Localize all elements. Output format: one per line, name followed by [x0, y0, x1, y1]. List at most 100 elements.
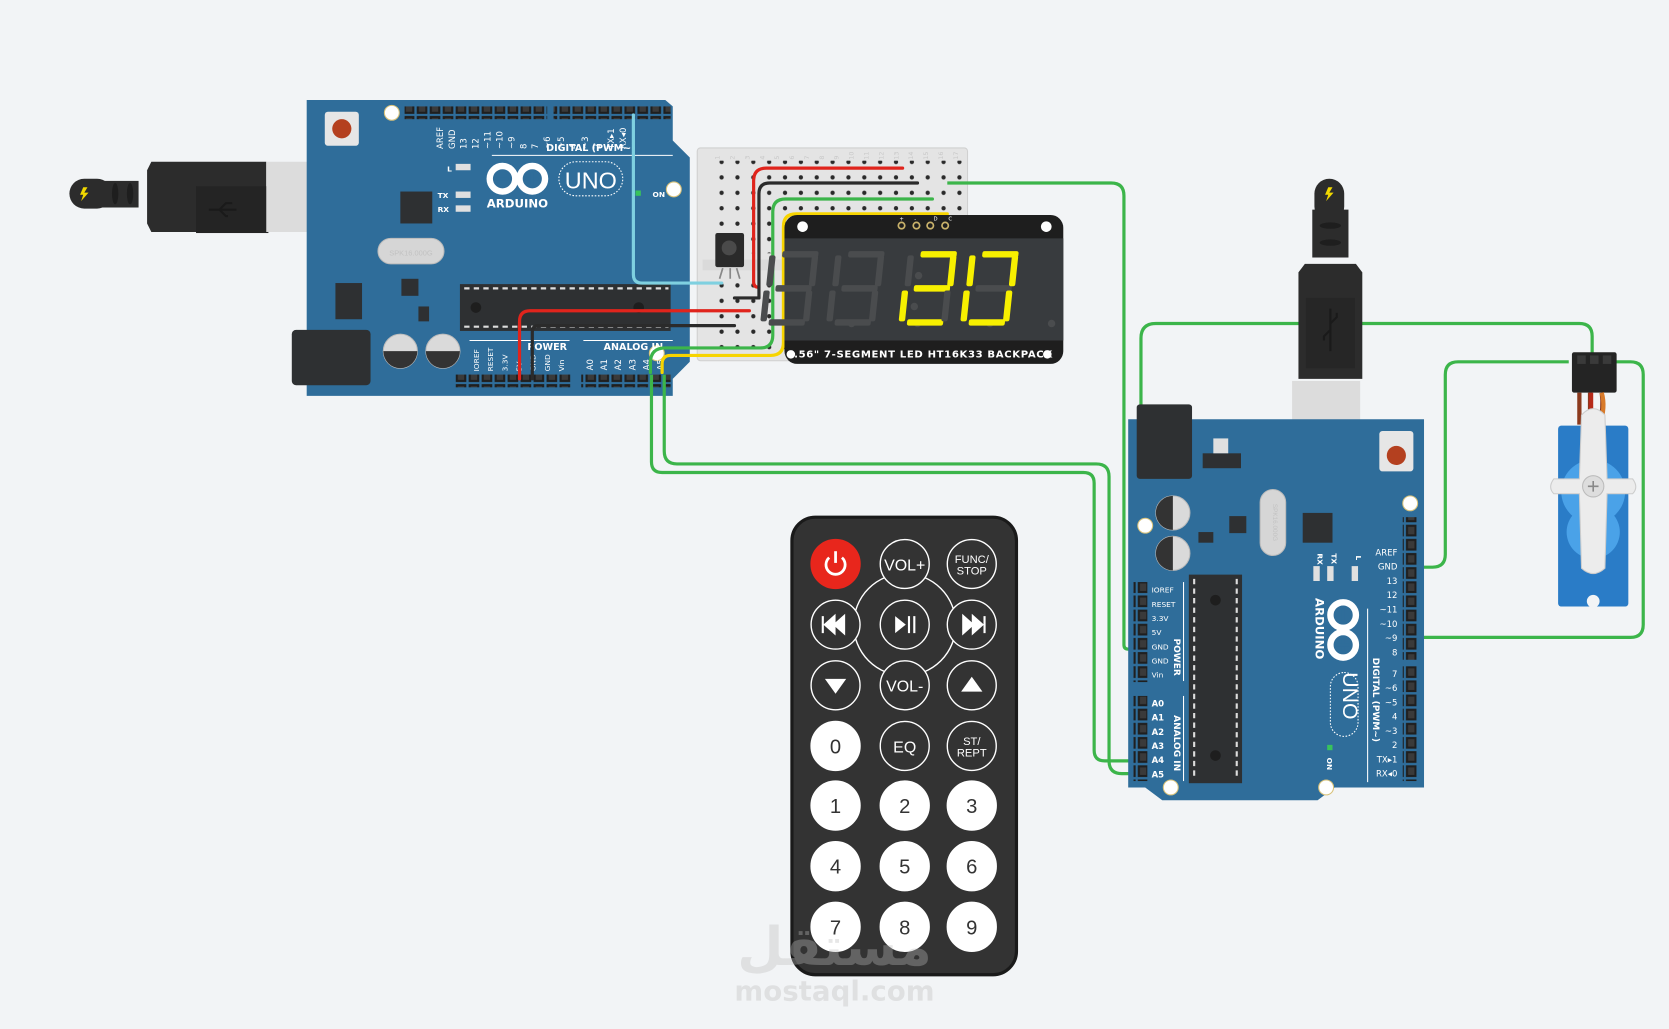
digit-0-button[interactable]: 0 [810, 720, 861, 772]
wire-green-a5[interactable] [662, 374, 1141, 776]
display-pins[interactable]: + - D C [897, 216, 952, 230]
digit-1-button[interactable]: 1 [810, 780, 861, 831]
wire-black-gnd[interactable] [530, 324, 737, 381]
digit-9-button[interactable]: 9 [946, 901, 997, 953]
breadboard-column-label: 14 [907, 151, 915, 159]
led-rx [455, 205, 471, 212]
model-label: UNO [1338, 672, 1362, 719]
on-label: ON [653, 190, 666, 199]
segment-e [898, 290, 909, 322]
wire-green-servo-signal[interactable] [1411, 360, 1645, 640]
digit-6-button[interactable]: 6 [946, 841, 997, 892]
pin-label: IOREF [472, 349, 481, 371]
power-button[interactable] [810, 538, 861, 590]
pin-label: GND [1152, 642, 1169, 651]
crystal-label: SPK16.000G [389, 248, 433, 257]
digital-header-high[interactable] [1402, 517, 1417, 660]
pin-label: IOREF [1152, 586, 1174, 595]
wire-cyan-signal[interactable] [631, 113, 724, 285]
next-button[interactable] [946, 599, 997, 650]
segment-d [834, 319, 871, 326]
seven-segment-display[interactable]: + - D C 0.56" 7-SEGMENT LED HT16K33 BACK… [760, 214, 1064, 364]
func-stop-button[interactable]: FUNC/STOP [946, 538, 997, 590]
arduino-logo-icon [1327, 599, 1360, 661]
brand-label: ARDUINO [487, 197, 548, 211]
eq-button[interactable]: EQ [879, 720, 930, 772]
digit-3-button[interactable]: 3 [946, 780, 997, 831]
wire-green-servo-gnd[interactable] [1411, 360, 1569, 569]
digit-label: 8 [899, 917, 910, 939]
analog-header[interactable] [581, 374, 671, 388]
down-button[interactable] [810, 660, 861, 711]
voltage-regulator [335, 283, 363, 320]
power-label: POWER [527, 342, 567, 353]
led-tx-label: TX [1329, 553, 1338, 564]
breadboard-column-label: 17 [952, 151, 960, 159]
eq-label: EQ [893, 739, 916, 756]
pin-label: A3 [1152, 742, 1165, 752]
breadboard-column-label: 13 [892, 151, 900, 159]
display-label: 0.56" 7-SEGMENT LED HT16K33 BACKPACK [786, 350, 1053, 361]
digit-5-button[interactable]: 5 [879, 841, 930, 892]
up-button[interactable] [946, 660, 997, 711]
st-rept-button[interactable]: ST/REPT [946, 720, 997, 772]
digit-label: 7 [830, 917, 841, 939]
wire-green-a4[interactable] [649, 374, 1141, 763]
digital-header-low[interactable] [1402, 666, 1417, 782]
segment-e [960, 290, 970, 322]
watermark: مستقل mostaql.com [734, 916, 934, 1007]
vol-down-button[interactable]: VOL- [879, 660, 930, 711]
digital-header-low[interactable] [553, 106, 671, 120]
pin-label: RX◂0 [619, 128, 629, 149]
power-header[interactable] [455, 374, 571, 388]
analog-header[interactable] [1133, 695, 1148, 782]
digit-7-button[interactable]: 7 [810, 901, 861, 953]
crystal-label: SPK16.000G [1271, 504, 1278, 541]
vol-up-button[interactable]: VOL+ [879, 538, 930, 590]
play-pause-button[interactable] [879, 599, 930, 650]
segment-c [941, 290, 951, 322]
previous-button[interactable] [810, 599, 861, 650]
digit-label: 2 [899, 796, 910, 818]
arduino-uno-right[interactable]: SPK16.000G RX TX L ARDUINO UNO ON [1128, 404, 1425, 801]
wire-red-5v-bb[interactable] [752, 166, 905, 289]
ir-receiver[interactable] [715, 233, 745, 280]
power-bolt-icon [1325, 187, 1334, 202]
pin-label: 8 [519, 144, 529, 149]
crystal [377, 237, 445, 265]
segment-a [920, 251, 957, 258]
digital-header-high[interactable] [404, 106, 548, 120]
power-jack [291, 329, 371, 386]
wire-green-gnd-right[interactable] [947, 181, 1141, 651]
power-header[interactable] [1133, 582, 1148, 683]
wire-red-5v[interactable] [517, 309, 751, 381]
pin-label: ~10 [495, 131, 505, 149]
segment-g [913, 285, 951, 292]
pin-label: ~11 [1379, 606, 1397, 616]
breadboard-column-label: 5 [773, 156, 781, 160]
wire-yellow-bb[interactable] [660, 212, 949, 375]
micro-servo[interactable] [1550, 352, 1637, 608]
digit-label: 3 [966, 796, 977, 818]
segment-g [841, 285, 878, 292]
vol-down-label: VOL- [886, 679, 923, 696]
usb-chip [1302, 512, 1333, 543]
digit-2-button[interactable]: 2 [879, 780, 930, 831]
segment-b [1008, 255, 1019, 287]
digit-4-button[interactable]: 4 [810, 841, 861, 892]
colon-dot [914, 271, 923, 280]
digit-8-button[interactable]: 8 [879, 901, 930, 953]
wire-green-5v-servo[interactable] [1139, 321, 1594, 635]
breadboard-column-label: 2 [728, 156, 736, 160]
wire-black-gnd-bb[interactable] [732, 181, 920, 300]
power-jack [1136, 404, 1193, 479]
breadboard-column-label: 1 [714, 156, 722, 160]
pin-label: TX▸1 [1376, 755, 1398, 765]
segment-b [808, 255, 819, 287]
wire-green-bb[interactable] [648, 197, 934, 375]
segment-b [947, 255, 957, 287]
power-led [635, 190, 641, 196]
